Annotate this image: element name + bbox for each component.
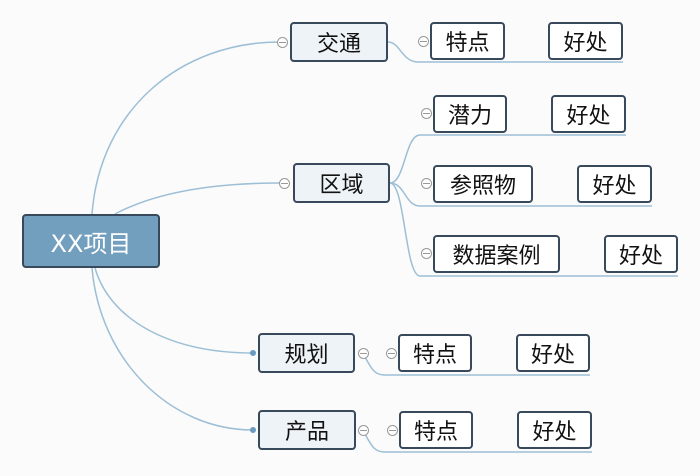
connector-root-chanpin [91, 267, 254, 431]
branch-label: 交通 [316, 32, 361, 57]
collapse-icon[interactable] [421, 108, 432, 119]
connector-root-jiaotong [91, 41, 281, 215]
branch-quyu[interactable]: 区域 [293, 163, 390, 203]
root-label: XX项目 [50, 229, 132, 258]
connector-root-guihua [94, 267, 254, 354]
topic-tedian[interactable]: 特点 [430, 22, 505, 60]
topic-label: 潜力 [447, 104, 492, 129]
collapse-icon[interactable] [358, 348, 369, 359]
topic-haochu[interactable]: 好处 [604, 235, 678, 273]
topic-label: 好处 [532, 420, 577, 445]
collapse-icon[interactable] [421, 178, 432, 189]
topic-label: 好处 [566, 104, 611, 129]
connector-dot [250, 350, 256, 356]
topic-haochu[interactable]: 好处 [577, 165, 652, 203]
topic-label: 参照物 [449, 174, 516, 199]
collapse-icon[interactable] [418, 36, 429, 47]
branch-jiaotong[interactable]: 交通 [290, 22, 388, 62]
topic-haochu[interactable]: 好处 [548, 22, 623, 60]
connector-quyu-qianli [389, 134, 626, 184]
connector-root-quyu [114, 182, 281, 215]
collapse-icon[interactable] [279, 178, 290, 189]
connector-jiaotong-children [387, 41, 623, 63]
topic-label: 好处 [530, 343, 575, 368]
topic-haochu[interactable]: 好处 [516, 334, 590, 372]
topic-label: 好处 [563, 31, 608, 56]
collapse-icon[interactable] [387, 425, 398, 436]
topic-tedian[interactable]: 特点 [399, 411, 473, 449]
connector-guihua-children [364, 356, 590, 376]
branch-label: 区域 [319, 173, 364, 198]
topic-label: 特点 [412, 343, 457, 368]
connector-quyu-shuju [389, 182, 678, 277]
root-node[interactable]: XX项目 [22, 214, 160, 268]
topic-haochu[interactable]: 好处 [551, 95, 626, 133]
topic-haochu[interactable]: 好处 [517, 411, 592, 449]
branch-guihua[interactable]: 规划 [258, 333, 355, 373]
connector-chanpin-children [364, 433, 592, 453]
branch-chanpin[interactable]: 产品 [258, 410, 356, 450]
branch-label: 产品 [284, 420, 329, 445]
topic-label: 好处 [618, 244, 663, 269]
topic-tedian[interactable]: 特点 [398, 334, 472, 372]
topic-label: 数据案例 [452, 244, 541, 269]
collapse-icon[interactable] [358, 425, 369, 436]
connector-quyu-canzhaowu [389, 182, 652, 207]
topic-canzhaowu[interactable]: 参照物 [433, 165, 533, 203]
topic-shujuanli[interactable]: 数据案例 [433, 235, 560, 273]
topic-label: 特点 [413, 420, 458, 445]
topic-qianli[interactable]: 潜力 [433, 95, 507, 133]
connector-dot [250, 427, 256, 433]
topic-label: 好处 [592, 174, 637, 199]
collapse-icon[interactable] [386, 348, 397, 359]
collapse-icon[interactable] [421, 248, 432, 259]
collapse-icon[interactable] [277, 37, 288, 48]
branch-label: 规划 [284, 343, 329, 368]
topic-label: 特点 [445, 31, 490, 56]
